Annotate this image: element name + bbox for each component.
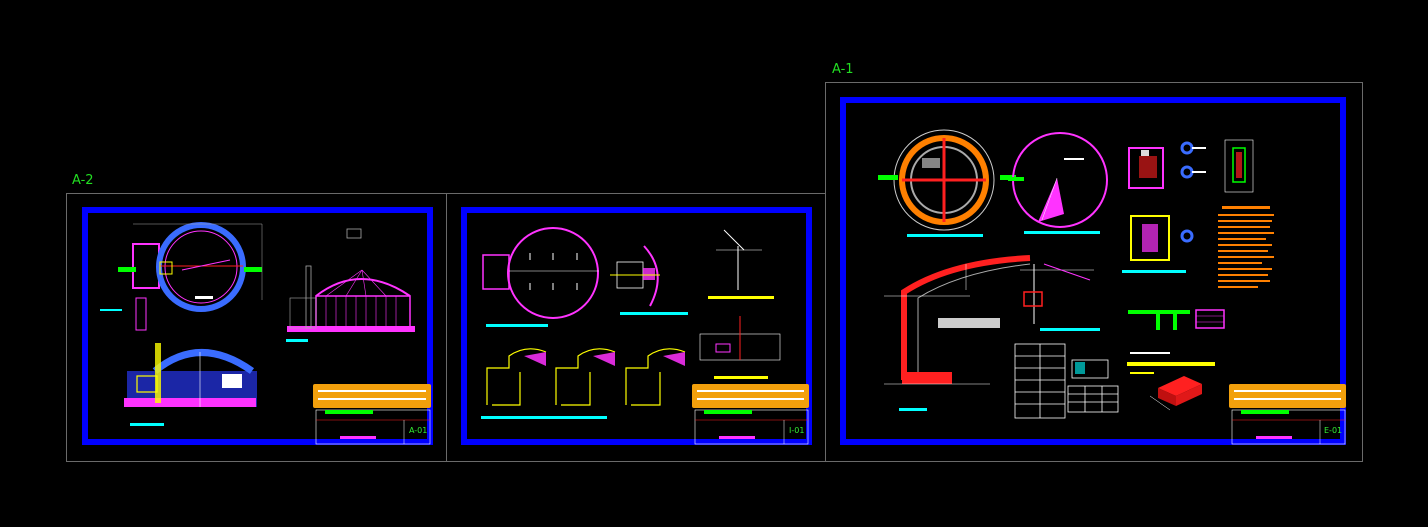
notes-block-right: [1218, 206, 1274, 288]
viewport-frame-right: [840, 97, 1346, 445]
detail-anchor-right: [1020, 263, 1100, 331]
sheet-code-middle: I-01: [789, 426, 804, 435]
sheet-outline-a1: [825, 82, 1363, 462]
title-block-left: A-01: [313, 384, 431, 445]
schedule-highlight-right: [1075, 362, 1085, 374]
detail-base-middle: [699, 316, 781, 379]
sheet-label-a2: A-2: [72, 173, 94, 188]
title-block-middle: I-01: [692, 384, 809, 445]
schedule-table-right: [1014, 343, 1119, 419]
plan-view-tank-left: [100, 222, 263, 331]
viewport-frame-left: [82, 207, 433, 445]
section-view-tank-left: [124, 343, 257, 426]
title-block-right: E-01: [1229, 384, 1346, 445]
detail-connection-middle: [610, 245, 688, 315]
sheet-code-left: A-01: [409, 426, 427, 435]
plan-view-tank-middle: [482, 227, 599, 327]
section-fills-middle: [524, 352, 685, 366]
viewport-frame-middle: [461, 207, 812, 445]
plan-view-foundation-right: [878, 129, 1016, 237]
section-details-middle: [486, 348, 686, 406]
details-steel-right: [1122, 141, 1206, 273]
detail-plates-right: [1127, 309, 1225, 366]
section-foundation-wall-right: [884, 255, 1031, 411]
detail-block-isometric-right: [1130, 372, 1202, 411]
detail-column-right: [1224, 139, 1254, 193]
sheet-label-a1: A-1: [832, 62, 854, 77]
plan-view-roof-right: [1008, 132, 1108, 234]
elevation-view-tank-left: [286, 228, 415, 342]
sheet-code-right: E-01: [1324, 426, 1342, 435]
detail-support-middle: [708, 229, 774, 299]
section-caption-middle: [481, 416, 607, 419]
